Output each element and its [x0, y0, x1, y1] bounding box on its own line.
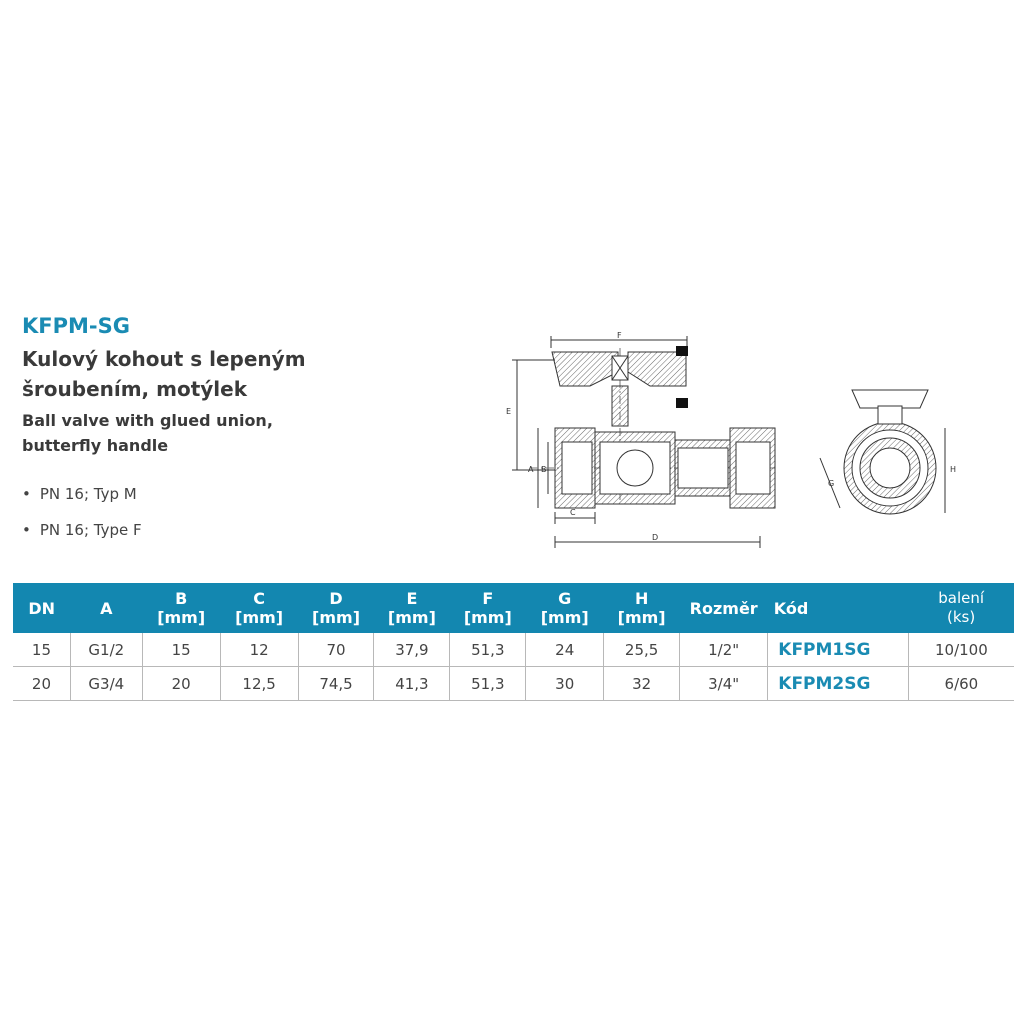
product-title-en: Ball valve with glued union, butterfly h…	[22, 408, 402, 458]
table-cell: 24	[525, 633, 605, 667]
product-code: KFPM-SG	[22, 314, 130, 338]
dim-label-a: A	[528, 465, 534, 474]
spec-bullets: PN 16; Typ M PN 16; Type F	[22, 482, 142, 554]
col-header: F[mm]	[449, 583, 526, 633]
product-code-cell: KFPM2SG	[767, 666, 909, 701]
table-cell: 3/4"	[679, 666, 769, 701]
table-cell: 51,3	[449, 633, 527, 667]
col-header: G[mm]	[525, 583, 604, 633]
col-header: B[mm]	[142, 583, 221, 633]
col-header: Kód	[767, 583, 909, 633]
table-cell: 32	[603, 666, 681, 701]
table-cell: 37,9	[373, 633, 451, 667]
table-cell: G3/4	[70, 666, 143, 701]
title-cz-line-2: šroubením, motýlek	[22, 377, 248, 401]
technical-drawing: F E A B C D G H	[506, 331, 956, 548]
table-cell: 12	[220, 633, 299, 667]
table-cell: 20	[142, 666, 221, 701]
dim-label-f: F	[617, 331, 622, 340]
col-header: C[mm]	[220, 583, 299, 633]
table-cell: 41,3	[373, 666, 451, 701]
col-header: Rozměr	[679, 583, 768, 633]
col-header: D[mm]	[298, 583, 374, 633]
dim-label-h: H	[950, 465, 956, 474]
table-cell: 10/100	[908, 633, 1014, 667]
col-header: E[mm]	[373, 583, 450, 633]
table-cell: 25,5	[603, 633, 681, 667]
table-cell: 70	[298, 633, 375, 667]
col-header: H[mm]	[603, 583, 680, 633]
table-row: 20 G3/4 20 12,5 74,5 41,3 51,3 30 32 3/4…	[13, 666, 1014, 701]
dim-label-e: E	[506, 407, 511, 416]
title-en-line-2: butterfly handle	[22, 436, 169, 455]
table-cell: 20	[13, 666, 71, 701]
table-cell: G1/2	[70, 633, 143, 667]
table-row: 15 G1/2 15 12 70 37,9 51,3 24 25,5 1/2" …	[13, 633, 1014, 667]
bullet-item: PN 16; Type F	[22, 518, 142, 554]
col-header: DN	[13, 583, 71, 633]
table-cell: 6/60	[908, 666, 1014, 701]
table-cell: 30	[525, 666, 605, 701]
product-code-cell: KFPM1SG	[767, 633, 909, 667]
table-header-row: DN A B[mm] C[mm] D[mm] E[mm] F[mm] G[mm]…	[13, 583, 1014, 633]
bullet-item: PN 16; Typ M	[22, 482, 142, 518]
title-cz-line-1: Kulový kohout s lepeným	[22, 347, 306, 371]
col-header: A	[70, 583, 143, 633]
table-cell: 12,5	[220, 666, 299, 701]
title-en-line-1: Ball valve with glued union,	[22, 411, 273, 430]
table-cell: 1/2"	[679, 633, 769, 667]
table-cell: 74,5	[298, 666, 375, 701]
table-cell: 51,3	[449, 666, 527, 701]
product-title-cz: Kulový kohout s lepeným šroubením, motýl…	[22, 344, 402, 404]
spec-table: DN A B[mm] C[mm] D[mm] E[mm] F[mm] G[mm]…	[13, 583, 1014, 701]
dim-label-c: C	[570, 508, 576, 517]
dim-label-g: G	[828, 479, 834, 488]
table-cell: 15	[142, 633, 221, 667]
table-cell: 15	[13, 633, 71, 667]
col-header: balení(ks)	[908, 583, 1014, 633]
dim-label-d: D	[652, 533, 658, 542]
dim-label-b: B	[541, 465, 547, 474]
